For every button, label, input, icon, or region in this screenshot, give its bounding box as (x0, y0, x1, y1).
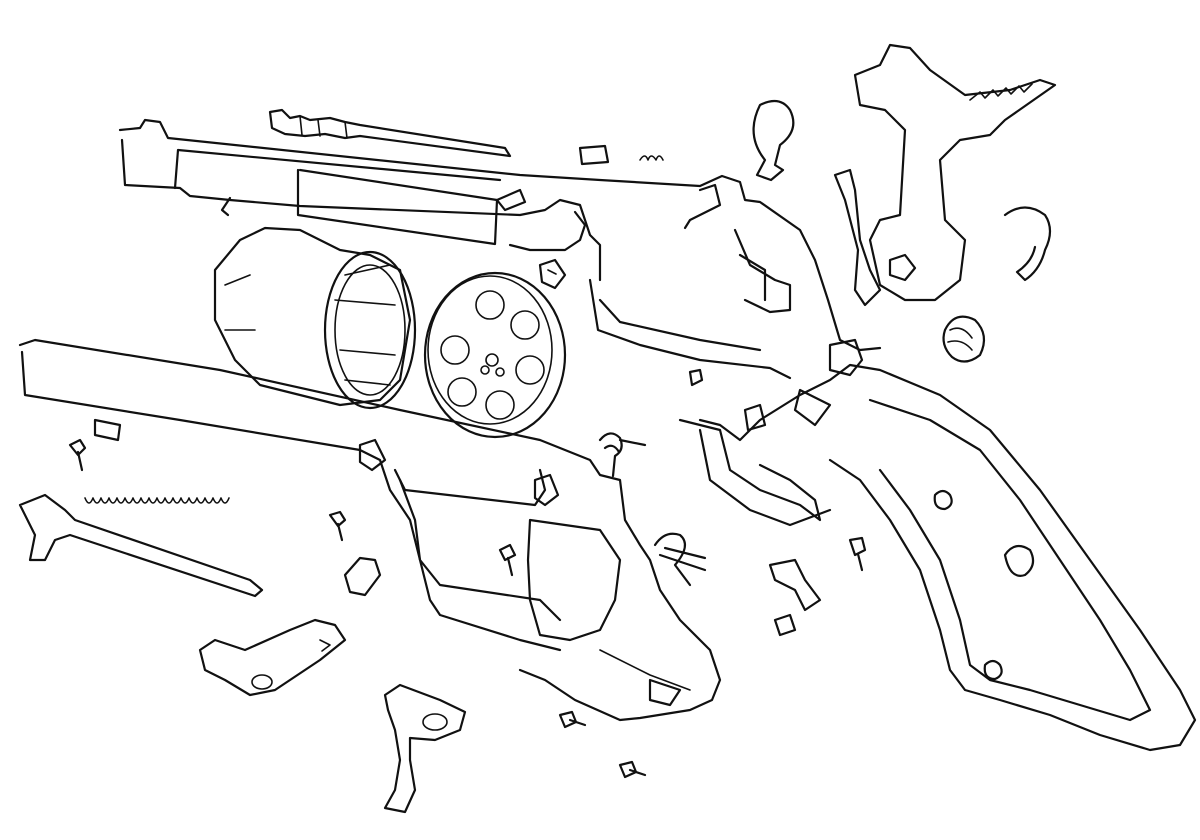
small-parts-top (578, 99, 795, 182)
upper-frame-barrel (118, 118, 882, 380)
loading-rammer (268, 108, 512, 158)
cylinder-rear (423, 271, 567, 439)
grip-frame (678, 338, 1197, 752)
trigger (383, 683, 467, 814)
cylinder (213, 226, 417, 410)
hand-and-bolt (198, 618, 347, 697)
hammer (833, 43, 1057, 307)
screws (68, 438, 867, 779)
small-springs (598, 368, 707, 587)
springs-right (942, 206, 1052, 363)
lower-frame (18, 338, 722, 722)
mainspring-rod (18, 493, 264, 598)
